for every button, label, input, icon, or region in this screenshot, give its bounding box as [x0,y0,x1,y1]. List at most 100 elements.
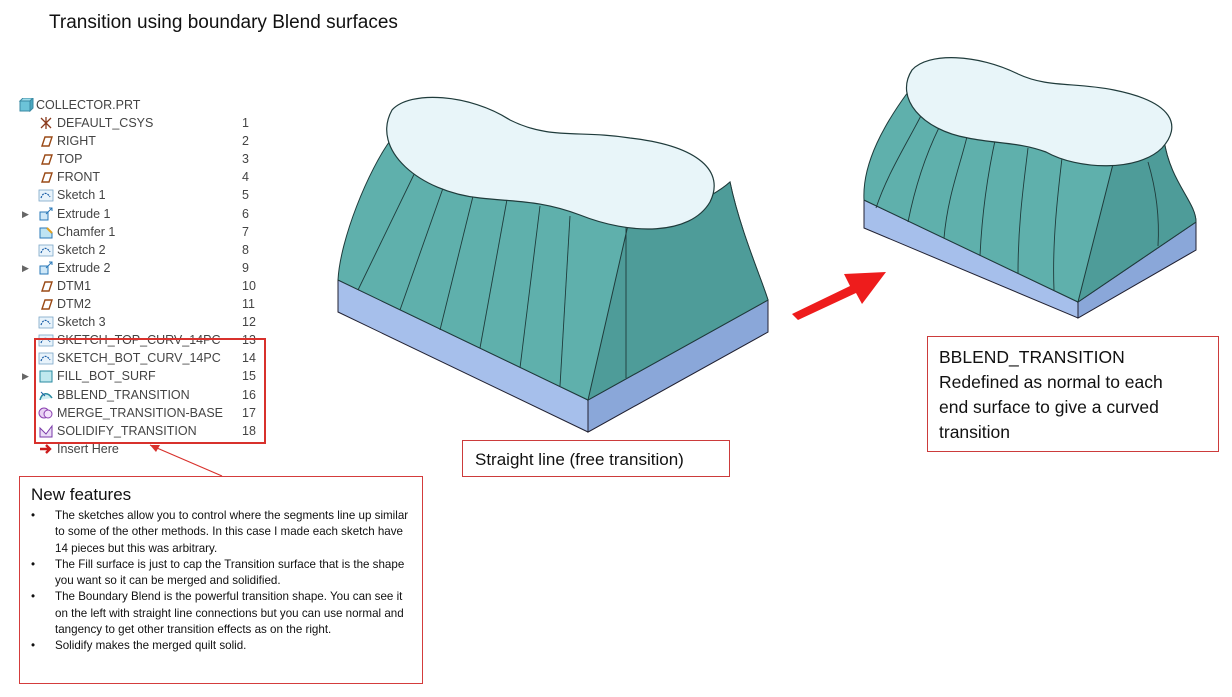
sketch-icon [38,190,54,202]
model-tree-item[interactable]: SKETCH_TOP_CURV_14PC 13 [18,331,280,349]
model-tree-item[interactable]: ▶ Extrude 2 9 [18,259,280,277]
model-tree-item-number: 12 [242,315,256,330]
datum-plane-icon [41,299,53,310]
model-tree-item-label: FILL_BOT_SURF [57,369,156,384]
new-features-item: •The sketches allow you to control where… [31,509,409,555]
model-tree-item-number: 6 [242,206,249,221]
model-tree-item-number: 11 [242,297,255,312]
model-tree-item-number: 16 [242,387,256,402]
model-tree-item-label: DTM2 [57,297,92,312]
boundary-blend-icon [39,391,53,400]
model-tree-item-label: DTM1 [57,278,92,293]
model-tree-item[interactable]: TOP 3 [18,150,280,168]
new-features-item: •Solidify makes the merged quilt solid. [31,639,247,653]
model-tree-item[interactable]: Sketch 2 8 [18,241,280,259]
new-features-box: New features •The sketches allow you to … [19,476,423,684]
page-title: Transition using boundary Blend surfaces [49,12,398,33]
model-tree-item-label: Extrude 1 [57,206,111,221]
part-icon [18,98,34,112]
new-features-item: •The Boundary Blend is the powerful tran… [31,590,404,637]
model-tree-item-label: Sketch 2 [57,242,106,257]
model-tree-item[interactable]: DTM1 10 [18,277,280,295]
model-tree-item-number: 7 [242,224,249,239]
sketch-icon [38,244,54,257]
expand-triangle-icon[interactable]: ▶ [22,262,29,273]
fill-icon [39,370,53,383]
datum-plane-icon [41,154,53,165]
model-tree-item-number: 8 [242,242,249,257]
model-tree-root-label: COLLECTOR.PRT [36,98,141,112]
expand-triangle-icon[interactable]: ▶ [22,208,29,219]
model-tree-item-label: Extrude 2 [57,260,111,275]
new-features-list: •The sketches allow you to control where… [28,508,412,655]
datum-plane-icon [41,281,53,292]
new-features-item: •The Fill surface is just to cap the Tra… [31,557,405,588]
model-tree-item[interactable]: MERGE_TRANSITION-BASE 17 [18,404,280,422]
model-tree-item-label: TOP [57,152,83,167]
datum-plane-icon [41,172,53,184]
model-tree-item-number: 1 [242,116,249,131]
red-arrow-icon [792,272,886,320]
model-tree-item[interactable]: RIGHT 2 [18,132,280,150]
extrude-icon [39,207,53,221]
model-tree-item-number: 13 [242,333,256,348]
csys-icon [40,117,52,130]
insert-here-row[interactable]: Insert Here [18,440,280,458]
datum-plane-icon [41,136,53,147]
model-tree-item[interactable]: SOLIDIFY_TRANSITION 18 [18,422,280,440]
model-tree-item[interactable]: FRONT 4 [18,168,280,186]
model-tree-item[interactable]: Chamfer 1 7 [18,223,280,241]
straight-transition-model [337,96,769,433]
model-tree-item-label: Sketch 3 [57,315,106,330]
model-tree-item[interactable]: DEFAULT_CSYS 1 [18,114,280,132]
model-tree-item[interactable]: Sketch 3 12 [18,313,280,331]
model-tree-item[interactable]: ▶ Extrude 1 6 [18,205,280,223]
solidify-icon [39,424,53,438]
bblend-caption-line: end surface to give a curved [939,397,1159,417]
model-tree-item-number: 2 [242,134,249,149]
new-features-highlight-box [34,338,266,444]
sketch-icon [38,316,54,329]
model-tree-item-number: 3 [242,152,249,167]
model-tree-item-number: 5 [242,188,249,203]
model-tree-item[interactable]: DTM2 11 [18,295,280,313]
model-tree-item-label: SOLIDIFY_TRANSITION [57,423,197,438]
model-tree-item-number: 15 [242,369,256,384]
merge-icon [38,407,53,419]
model-tree-item-label: DEFAULT_CSYS [57,116,154,131]
model-tree-item[interactable]: ▶ FILL_BOT_SURF 15 [18,367,280,385]
model-tree-item-label: RIGHT [57,134,96,149]
sketch-icon [38,352,54,365]
model-tree-item-label: SKETCH_TOP_CURV_14PC [57,333,221,348]
model-tree-item-label: BBLEND_TRANSITION [57,387,190,402]
bblend-caption: BBLEND_TRANSITION Redefined as normal to… [927,336,1219,452]
model-tree-item-label: SKETCH_BOT_CURV_14PC [57,351,221,366]
expand-triangle-icon[interactable]: ▶ [22,371,29,382]
model-tree-item-number: 14 [242,351,256,366]
model-tree-item-number: 18 [242,423,256,438]
chamfer-icon [39,226,53,239]
model-tree-item-label: MERGE_TRANSITION-BASE [57,405,223,420]
insert-here-label: Insert Here [57,441,119,456]
new-features-title: New features [31,485,132,504]
model-tree-item-number: 17 [242,405,256,420]
curved-transition-model [863,57,1197,319]
model-tree-item[interactable]: Sketch 1 5 [18,186,280,204]
extrude-icon [39,261,53,275]
model-tree-item-number: 9 [242,260,249,275]
model-tree-item-number: 10 [242,278,256,293]
model-tree-item-label: Sketch 1 [57,188,106,203]
bblend-caption-line: transition [939,422,1011,442]
model-tree-item-number: 4 [242,170,249,185]
model-tree-item[interactable]: SKETCH_BOT_CURV_14PC 14 [18,349,280,367]
straight-line-caption: Straight line (free transition) [462,440,730,477]
model-tree-item[interactable]: BBLEND_TRANSITION 16 [18,386,280,404]
bblend-caption-line: Redefined as normal to each [939,372,1163,392]
arrow-right-icon [40,443,52,454]
model-tree-item-label: FRONT [57,170,101,185]
model-tree-item-label: Chamfer 1 [57,224,116,239]
model-tree-root[interactable]: COLLECTOR.PRT [18,96,280,114]
bblend-caption-line: BBLEND_TRANSITION [939,347,1125,367]
